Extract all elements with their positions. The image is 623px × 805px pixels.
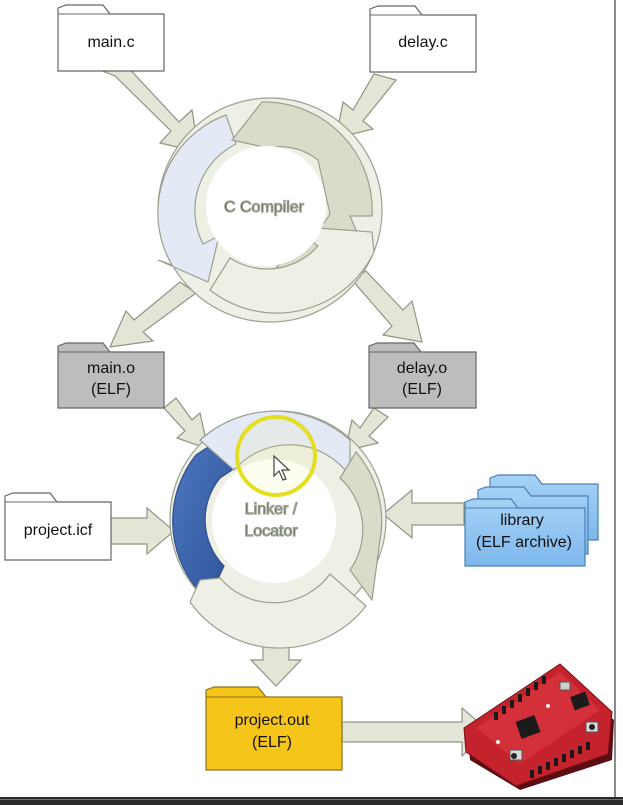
file-main-c: main.c: [57, 4, 165, 72]
file-delay-o-label-1: delay.o: [397, 360, 448, 377]
file-project-out: project.out (ELF): [205, 686, 343, 771]
dev-board-image: [463, 663, 614, 790]
cursor-highlight-ring: [235, 415, 317, 497]
linker-label-line-2: Locator: [244, 523, 298, 540]
linker-cycle: Linker / Locator: [169, 410, 387, 649]
bottom-bar: [0, 797, 623, 805]
file-project-icf-label: project.icf: [24, 522, 93, 539]
arrow-compiler-to-delay-o: [351, 270, 423, 343]
file-delay-o-label-2: (ELF): [402, 381, 442, 398]
file-project-out-label-2: (ELF): [252, 734, 292, 751]
arrow-delay-o-to-linker: [344, 407, 389, 452]
compiler-label: C Compiler: [224, 199, 305, 216]
file-library-label-1: library: [500, 512, 544, 529]
file-delay-o: delay.o (ELF): [368, 342, 477, 409]
file-project-icf: project.icf: [4, 492, 112, 561]
linker-hub: [212, 459, 336, 583]
file-main-c-label: main.c: [87, 34, 134, 51]
file-main-o: main.o (ELF): [57, 342, 165, 409]
linker-segment-right: [339, 450, 383, 602]
arrow-delay-c-to-compiler: [335, 73, 398, 139]
compiler-segment-bottom: [209, 225, 375, 314]
file-library: library (ELF archive): [464, 474, 599, 567]
linker-label-line-1: Linker /: [245, 501, 298, 518]
file-delay-c: delay.c: [369, 5, 477, 73]
file-main-o-label-2: (ELF): [91, 381, 131, 398]
compiler-segment-left: [157, 114, 237, 283]
file-delay-c-label: delay.c: [398, 34, 448, 51]
arrow-library-to-linker: [382, 488, 465, 540]
right-border: [614, 0, 616, 800]
arrow-icf-to-linker: [110, 506, 175, 556]
compiler-hub: [206, 146, 326, 266]
arrow-main-o-to-linker: [163, 397, 209, 450]
file-project-out-label-1: project.out: [235, 712, 310, 729]
file-main-o-label-1: main.o: [87, 360, 135, 377]
mouse-pointer-icon: [273, 454, 291, 481]
linker-segment-bottom: [189, 573, 367, 649]
file-library-label-2: (ELF archive): [476, 534, 572, 551]
arrow-compiler-to-main-o: [109, 281, 198, 348]
compiler-cycle: C Compiler: [157, 97, 383, 323]
